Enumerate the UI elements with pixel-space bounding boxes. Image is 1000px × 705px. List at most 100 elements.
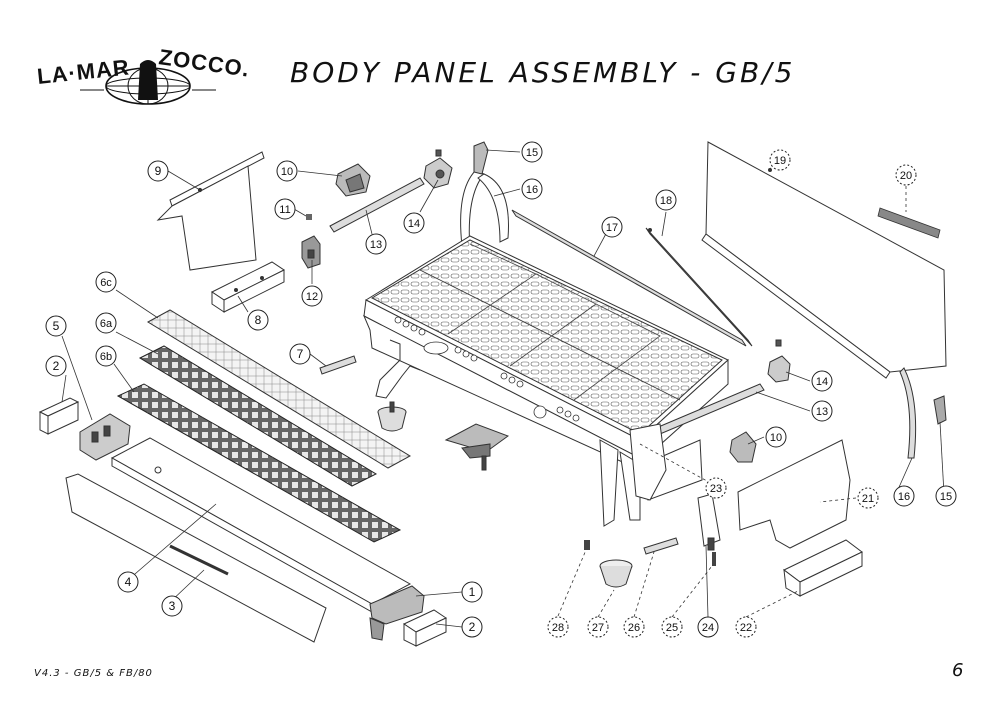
callout-circle: [655, 189, 677, 211]
callout-28: 28: [547, 616, 569, 638]
callout-number: 23: [710, 483, 722, 495]
callout-circle: [857, 487, 879, 509]
callout-number: 14: [816, 376, 828, 388]
callout-10: 10: [765, 426, 787, 448]
callout-circle: [521, 141, 543, 163]
part-6c-grid: [146, 309, 412, 469]
callout-circle: [601, 216, 623, 238]
part-16-trim-right: [899, 367, 917, 459]
part-20-badge: [877, 207, 941, 239]
callout-21: 21: [857, 487, 879, 509]
callout-5: 5: [45, 315, 67, 337]
logo-text-right: ZOCCO.: [157, 44, 251, 81]
callout-8: 8: [247, 309, 269, 331]
callout-circle: [276, 160, 298, 182]
callout-circle: [811, 370, 833, 392]
part-10-corner-block-right: [729, 431, 757, 463]
part-27-foot: [599, 559, 633, 588]
callout-number: 12: [306, 291, 318, 303]
callout-number: 7: [297, 347, 304, 361]
logo-text-left: LA·MAR: [36, 54, 131, 89]
part-21-side-panel: [737, 439, 851, 549]
callout-circle: [765, 426, 787, 448]
callout-number: 16: [898, 491, 910, 503]
callout-14: 14: [403, 212, 425, 234]
callout-number: 2: [469, 620, 476, 634]
callout-circle: [935, 485, 957, 507]
leader-lines-dashed: [557, 161, 907, 618]
callout-number: 8: [255, 313, 262, 327]
part-6b-tray: [116, 383, 402, 543]
callout-16: 16: [893, 485, 915, 507]
callout-number: 6a: [100, 318, 113, 330]
callout-number: 13: [370, 239, 382, 251]
front-panel-holes: [394, 316, 580, 422]
callout-number: 15: [526, 147, 538, 159]
callout-22: 22: [735, 616, 757, 638]
center-foot: [444, 423, 510, 471]
callout-circle: [274, 198, 296, 220]
callout-4: 4: [117, 571, 139, 593]
cup-tray-grate: [370, 239, 723, 435]
callout-circle: [895, 164, 917, 186]
part-26-pin: [643, 537, 679, 555]
callout-number: 13: [816, 406, 828, 418]
callout-circle: [705, 477, 727, 499]
callout-circle: [461, 616, 483, 638]
callout-circle: [893, 485, 915, 507]
part-14-bracket: [423, 149, 453, 189]
part-2-bracket: [38, 397, 80, 435]
part-23-bracket: [629, 423, 667, 501]
part-28-bolt: [584, 540, 590, 550]
part-15-end-cap: [473, 141, 489, 175]
part-22-side-tray: [783, 539, 863, 597]
part-19-rear-panel: [701, 141, 947, 379]
callout-circle: [587, 616, 609, 638]
part-24-bracket: [697, 493, 721, 551]
callout-number: 9: [155, 164, 162, 178]
callout-19: 19: [769, 149, 791, 171]
part-25-screw: [712, 552, 716, 566]
page-title: BODY PANEL ASSEMBLY - GB/5: [290, 56, 796, 89]
callout-circle: [147, 160, 169, 182]
callout-number: 15: [940, 491, 952, 503]
callout-number: 24: [702, 622, 714, 634]
callout-circle: [547, 616, 569, 638]
callout-circle: [117, 571, 139, 593]
callout-number: 28: [552, 622, 564, 634]
la-marzocco-logo: LA·MAR ZOCCO.: [36, 44, 251, 105]
callout-24: 24: [697, 616, 719, 638]
callout-6c: 6c: [95, 271, 117, 293]
part-8-bracket: [211, 261, 285, 313]
callout-10: 10: [276, 160, 298, 182]
callout-number: 6c: [100, 277, 112, 289]
part-15-cap-right: [933, 395, 947, 425]
callout-11: 11: [274, 198, 296, 220]
part-17-strip: [511, 209, 747, 347]
callout-number: 19: [774, 155, 786, 167]
callout-number: 22: [740, 622, 752, 634]
callout-number: 14: [408, 218, 420, 230]
page-number: 6: [952, 660, 964, 681]
callout-14: 14: [811, 370, 833, 392]
callout-number: 20: [900, 170, 912, 182]
callout-1: 1: [461, 581, 483, 603]
callout-circle: [95, 345, 117, 367]
round-foot: [377, 401, 407, 432]
part-3-front-panel: [65, 473, 327, 643]
callout-circle: [45, 355, 67, 377]
callout-number: 3: [169, 599, 176, 613]
callout-circle: [45, 315, 67, 337]
callout-6a: 6a: [95, 312, 117, 334]
callout-2: 2: [45, 355, 67, 377]
part-7-spacer: [319, 355, 357, 375]
callout-27: 27: [587, 616, 609, 638]
callout-number: 17: [606, 222, 618, 234]
callout-number: 26: [628, 622, 640, 634]
part-12-clip: [301, 235, 321, 269]
callout-6b: 6b: [95, 345, 117, 367]
callout-25: 25: [661, 616, 683, 638]
callout-17: 17: [601, 216, 623, 238]
